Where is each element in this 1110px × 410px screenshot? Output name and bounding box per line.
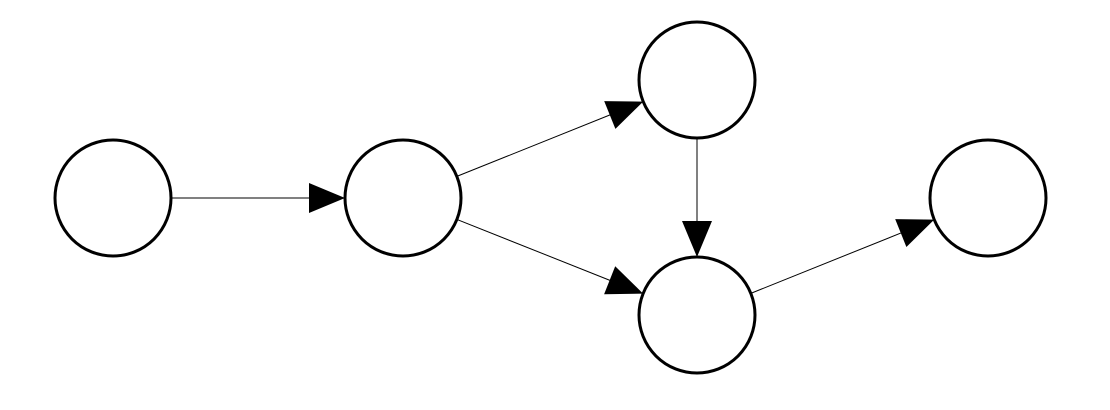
arrowhead-icon [682,221,712,257]
graph-node-n1 [53,138,173,258]
edge-n2-to-n3 [456,101,644,177]
edge-line [456,218,612,282]
edge-n4-to-n5 [750,219,935,294]
edge-line [456,113,612,177]
edge-n3-to-n4 [682,138,712,257]
edge-n2-to-n4 [456,218,644,295]
edges-layer [171,101,935,295]
graph-node-n3 [637,20,757,140]
graph-node-n2 [343,138,463,258]
arrowhead-icon [309,183,345,213]
arrowhead-icon [895,219,935,247]
edge-line [750,231,903,294]
node-circle [343,138,463,258]
node-circle [928,138,1048,258]
nodes-layer [53,20,1048,375]
node-circle [637,255,757,375]
edge-n1-to-n2 [171,183,345,213]
node-circle [637,20,757,140]
arrowhead-icon [604,266,644,295]
graph-node-n5 [928,138,1048,258]
node-circle [53,138,173,258]
arrowhead-icon [604,101,644,129]
graph-node-n4 [637,255,757,375]
